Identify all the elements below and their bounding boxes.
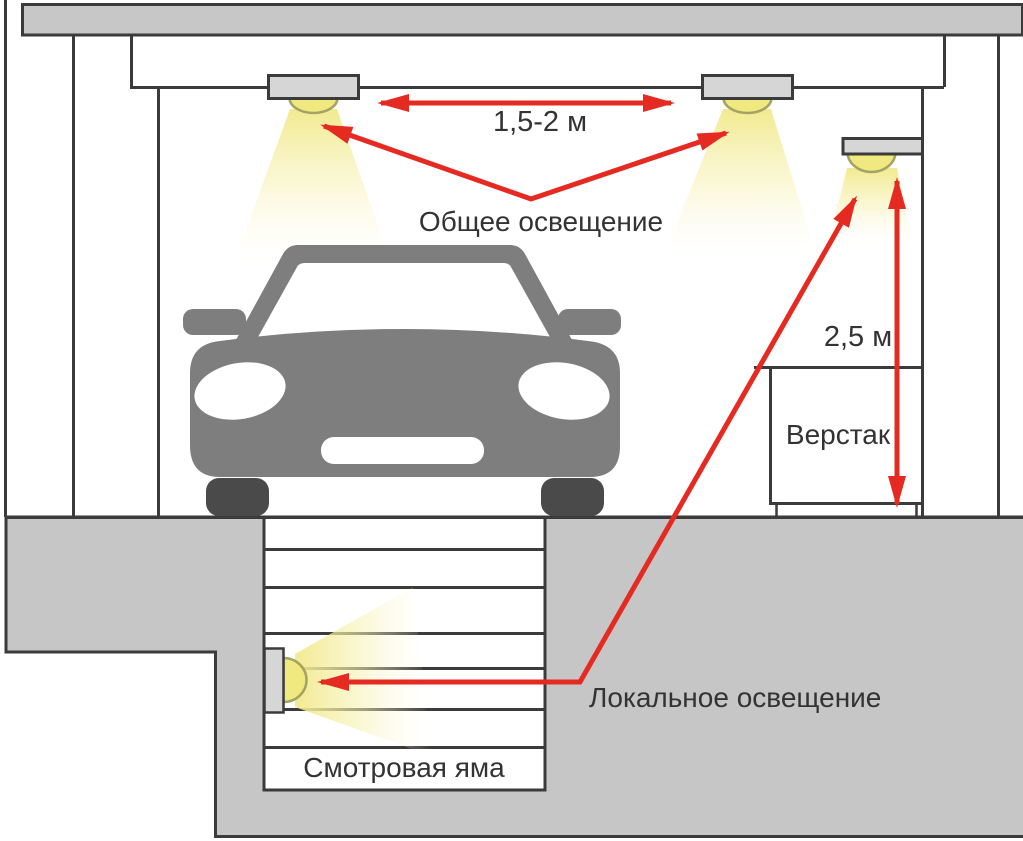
car-silhouette xyxy=(183,245,621,516)
inspection-pit-label: Смотровая яма xyxy=(303,752,505,783)
car-mirror-right xyxy=(558,309,621,335)
ceiling-light-1-bulb xyxy=(288,96,339,115)
car-wheel-right xyxy=(541,478,604,516)
ceiling-light-1 xyxy=(267,74,360,100)
spacing-distance-label: 1,5-2 м xyxy=(493,106,587,138)
light-cone-ceiling-2 xyxy=(663,109,817,258)
annotation-arrows xyxy=(317,94,906,691)
car-grille xyxy=(321,437,484,464)
ceiling-beam xyxy=(21,3,1023,37)
mounting-height-label: 2,5 м xyxy=(824,321,892,353)
garage-structure xyxy=(4,0,1023,519)
ceiling-light-2-bulb xyxy=(722,96,773,115)
wall-light-bulb xyxy=(846,150,897,174)
car-headlight-left xyxy=(194,362,286,420)
local-lighting-pointer xyxy=(317,195,858,691)
local-lighting-label: Локальное освещение xyxy=(589,682,881,713)
wall-light xyxy=(841,137,924,156)
light-fixtures xyxy=(263,74,924,714)
workbench-label: Верстак xyxy=(786,419,891,450)
pit-light xyxy=(263,647,285,714)
ceiling-light-2 xyxy=(701,74,794,100)
light-cone-ceiling-1 xyxy=(234,109,391,263)
pit-light-bulb xyxy=(282,656,308,704)
general-lighting-label: Общее освещение xyxy=(419,206,663,237)
car-mirror-left xyxy=(183,309,246,335)
car-wheel-left xyxy=(206,478,269,516)
